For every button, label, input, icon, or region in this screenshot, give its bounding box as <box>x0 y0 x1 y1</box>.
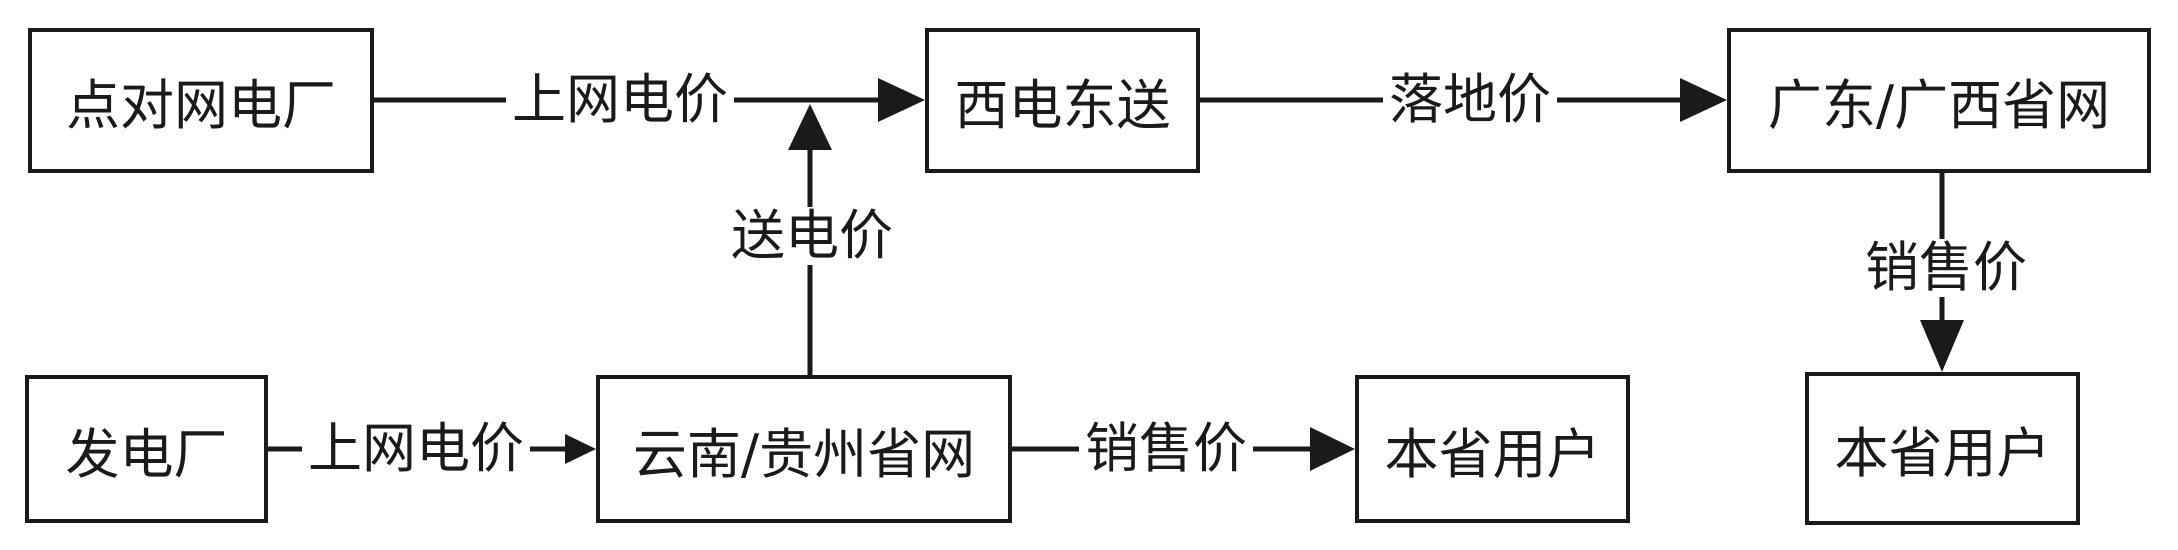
edge-label-sales-price-1: 销售价 <box>1079 420 1253 478</box>
node-yunnan-guizhou-grid: 云南/贵州省网 <box>596 375 1012 523</box>
node-guangdong-guangxi-grid: 广东/广西省网 <box>1727 28 2151 173</box>
arrowhead-yunnan <box>565 434 596 464</box>
edge-label-transmission-price: 送电价 <box>725 207 899 265</box>
edge-label-landing-price: 落地价 <box>1383 71 1557 129</box>
node-power-plant: 发电厂 <box>25 375 268 523</box>
node-point-plant: 点对网电厂 <box>28 28 374 173</box>
node-local-users-1: 本省用户 <box>1355 375 1630 523</box>
edge-label-sales-price-2: 销售价 <box>1859 239 2033 297</box>
node-local-users-2: 本省用户 <box>1805 372 2080 525</box>
arrowhead-local-users-1 <box>1310 427 1355 471</box>
arrowhead-guangdong <box>1680 78 1727 122</box>
edge-label-point-plant-price: 上网电价 <box>506 71 734 129</box>
arrowhead-local-users-2 <box>1920 320 1964 372</box>
arrowhead-west-east-left <box>878 78 925 122</box>
edge-label-plant-price: 上网电价 <box>302 420 530 478</box>
node-west-east-transmission: 西电东送 <box>925 28 1200 173</box>
arrowhead-up-to-line <box>788 104 832 150</box>
